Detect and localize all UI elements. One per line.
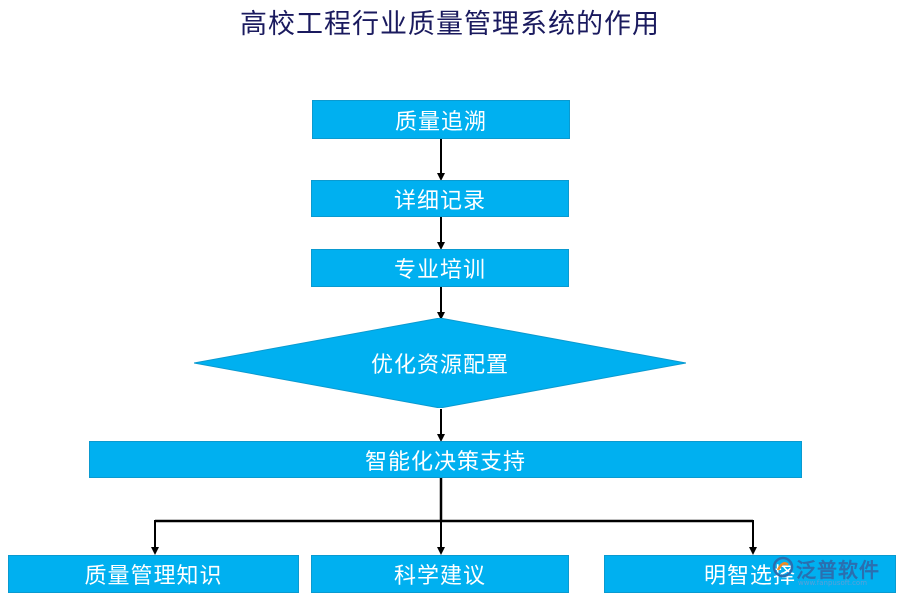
node-detailed-record: 详细记录	[311, 180, 569, 217]
diagram-title: 高校工程行业质量管理系统的作用	[240, 9, 660, 40]
node-smart-decision-label: 智能化决策支持	[364, 449, 526, 475]
node-quality-knowledge: 质量管理知识	[8, 555, 299, 593]
node-detailed-record-label: 详细记录	[393, 188, 486, 214]
node-smart-decision: 智能化决策支持	[89, 441, 802, 478]
node-quality-knowledge-label: 质量管理知识	[84, 564, 223, 589]
brand-logo-icon	[772, 556, 794, 578]
node-professional-training: 专业培训	[311, 249, 569, 287]
node-optimize-resources: 优化资源配置	[194, 318, 686, 408]
node-scientific-advice: 科学建议	[311, 555, 569, 593]
decision-diamond-shape	[194, 318, 686, 408]
node-quality-trace: 质量追溯	[312, 100, 570, 139]
brand-watermark: 泛普软件 www.fanpusoft.com	[768, 552, 898, 592]
node-wise-choice: 明智选择	[604, 555, 896, 593]
brand-name: 泛普软件	[796, 558, 880, 582]
node-scientific-advice-label: 科学建议	[393, 564, 486, 589]
node-optimize-resources-label: 优化资源配置	[370, 353, 509, 378]
brand-url: www.fanpusoft.com	[798, 579, 868, 587]
node-quality-trace-label: 质量追溯	[394, 109, 487, 135]
node-professional-training-label: 专业培训	[393, 258, 486, 283]
